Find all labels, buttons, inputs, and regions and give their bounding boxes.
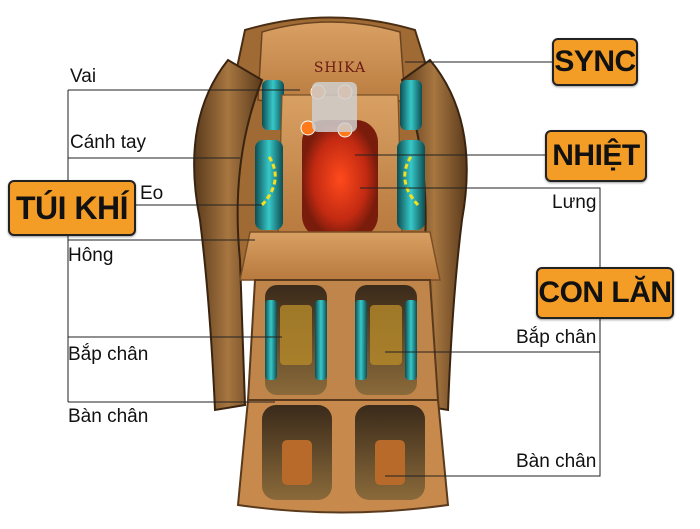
line-ban-chan-right xyxy=(385,352,601,477)
connector-lines xyxy=(67,61,601,477)
right-calf-airbag-b xyxy=(405,300,417,380)
label-vai: Vai xyxy=(70,66,97,87)
label-eo: Eo xyxy=(140,183,164,204)
right-shoulder-airbag xyxy=(400,80,422,130)
left-foot-roller xyxy=(282,440,312,485)
left-calf-airbag-a xyxy=(265,300,277,380)
left-arm-frame xyxy=(193,58,264,412)
badge-con-lan: CON LĂN xyxy=(536,267,674,319)
left-calf-roller xyxy=(280,305,312,365)
label-lung: Lưng xyxy=(552,192,597,213)
label-bap-chan-left: Bắp chân xyxy=(68,344,149,365)
right-waist-airbag xyxy=(397,140,425,230)
label-ban-chan-left: Bàn chân xyxy=(68,406,149,427)
roller-mechanism xyxy=(312,82,357,132)
badge-nhiet: NHIỆT xyxy=(545,130,647,182)
heat-zone xyxy=(302,120,378,238)
left-shoulder-airbag xyxy=(262,80,284,130)
line-lung xyxy=(360,187,601,268)
right-calf-roller xyxy=(370,305,402,365)
label-ban-chan-right: Bàn chân xyxy=(516,451,597,472)
right-airbag-arrow xyxy=(403,154,420,207)
label-canh-tay: Cánh tay xyxy=(70,132,147,153)
left-airbag-arrow xyxy=(260,154,277,207)
label-hong: Hông xyxy=(68,245,114,266)
seat-cushion xyxy=(239,231,441,281)
left-waist-airbag xyxy=(255,140,283,230)
left-calf-airbag-b xyxy=(315,300,327,380)
right-calf-airbag-a xyxy=(355,300,367,380)
badge-sync: SYNC xyxy=(552,38,638,86)
badge-tui-khi: TÚI KHÍ xyxy=(8,180,136,236)
right-foot-roller xyxy=(375,440,405,485)
brand-text: SHIKA xyxy=(314,60,366,76)
label-bap-chan-right: Bắp chân xyxy=(516,327,597,348)
